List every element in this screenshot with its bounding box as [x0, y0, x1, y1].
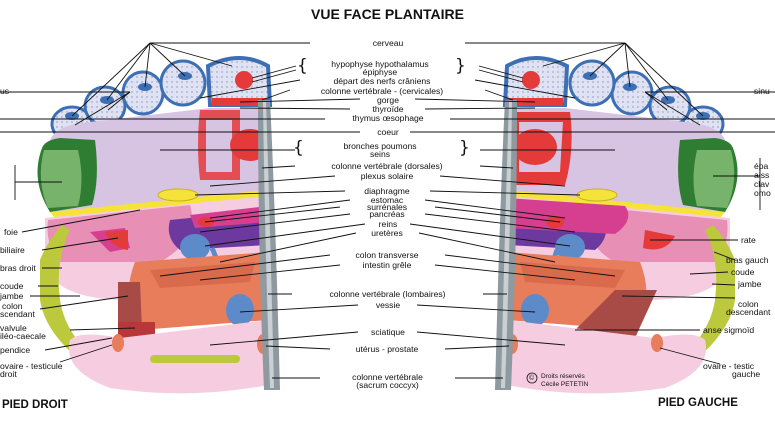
label-gorge: gorge	[377, 95, 399, 105]
caption-pied-gauche: PIED GAUCHE	[658, 397, 738, 409]
copyright-icon	[526, 372, 538, 384]
label-coude-left: coude	[0, 281, 24, 291]
label-valvule: valvule	[0, 323, 27, 333]
label-sinus-right: sinu	[754, 86, 770, 96]
label-gauche: gauche	[732, 369, 761, 379]
label-colon-left: colon	[2, 301, 23, 311]
label-colonne-dorsales: colonne vertébrale (dorsales)	[331, 161, 443, 171]
label-anse-sigmoide: anse sigmoïd	[703, 325, 755, 335]
label-coude-right: coude	[731, 267, 755, 277]
label-depart-nerfs: départ des nerfs crâniens	[333, 76, 431, 86]
label-clavicule: clav	[754, 179, 770, 189]
label-surrenales: surrénales	[366, 202, 408, 212]
label-coeur: coeur	[377, 127, 399, 137]
label-epiphyse: épiphyse	[362, 67, 398, 77]
copyright-line2: Cécile PETETIN	[541, 381, 589, 388]
label-thymus: thymus œsophage	[352, 113, 424, 123]
label-ovaire-right: ovaire - testic	[703, 361, 755, 371]
label-colon-transverse: colon transverse	[355, 250, 419, 260]
label-cerveau: cerveau	[372, 38, 404, 48]
label-colonne-cervicales: colonne vertébrale - (cervicales)	[320, 86, 444, 96]
label-ureteres: uretères	[371, 228, 403, 238]
brace-left-top: {	[297, 56, 308, 76]
label-seins: seins	[369, 149, 391, 159]
label-uterus: utérus - prostate	[355, 344, 419, 354]
brace-right-top: }	[455, 56, 466, 76]
label-colonne-lombaires: colonne vertébrale (lombaires)	[329, 289, 446, 299]
label-biliaire: biliaire	[0, 245, 25, 255]
left-foot	[495, 56, 738, 394]
label-hypophyse: hypophyse hypothalamus	[331, 59, 429, 69]
label-bras-gauche: bras gauch	[726, 255, 769, 265]
label-colonne-sacrum: colonne vertébrale	[352, 372, 423, 382]
label-epaule: épa	[754, 161, 769, 171]
label-jambe-left: jambe	[0, 291, 24, 301]
label-sciatique: sciatique	[371, 327, 405, 337]
label-vessie: vessie	[375, 300, 401, 310]
label-sinus-left: us	[0, 86, 10, 96]
label-ascendant: scendant	[0, 309, 35, 319]
brace-left-lungs: {	[293, 138, 304, 158]
label-aisselle: aiss	[754, 170, 770, 180]
copyright-symbol: ©	[529, 375, 535, 382]
label-ovaire-left: ovaire - testicule	[0, 361, 63, 371]
label-thyroide: thyroïde	[372, 104, 404, 114]
page-title: VUE FACE PLANTAIRE	[311, 6, 464, 22]
copyright-line1: Droits réservés	[541, 373, 585, 380]
label-omoplate: omo	[754, 188, 771, 198]
label-reins: reins	[378, 219, 398, 229]
label-pancreas: pancréas	[369, 209, 405, 219]
brace-right-lungs: }	[459, 138, 470, 158]
label-appendice: pendice	[0, 345, 31, 355]
label-rate: rate	[741, 235, 756, 245]
label-foie: foie	[4, 227, 18, 237]
label-caecale: iléo-caecale	[0, 331, 46, 341]
leader-lines	[0, 42, 775, 379]
label-droit: droit	[0, 369, 17, 379]
label-colon-right: colon	[738, 299, 759, 309]
label-intestin: intestin grêle	[362, 260, 412, 270]
left-foot-toes	[502, 56, 725, 143]
label-estomac: estomac	[370, 195, 404, 205]
label-bras-droit: bras droit	[0, 263, 36, 273]
label-diaphragme: diaphragme	[364, 186, 410, 196]
label-bronches: bronches poumons	[343, 141, 417, 151]
label-jambe-right: jambe	[738, 279, 762, 289]
caption-pied-droit: PIED DROIT	[2, 399, 68, 411]
right-foot-toes	[50, 56, 273, 143]
label-plexus: plexus solaire	[360, 171, 414, 181]
label-sacrum: (sacrum coccyx)	[356, 380, 419, 390]
label-descendant: descendant	[726, 307, 771, 317]
